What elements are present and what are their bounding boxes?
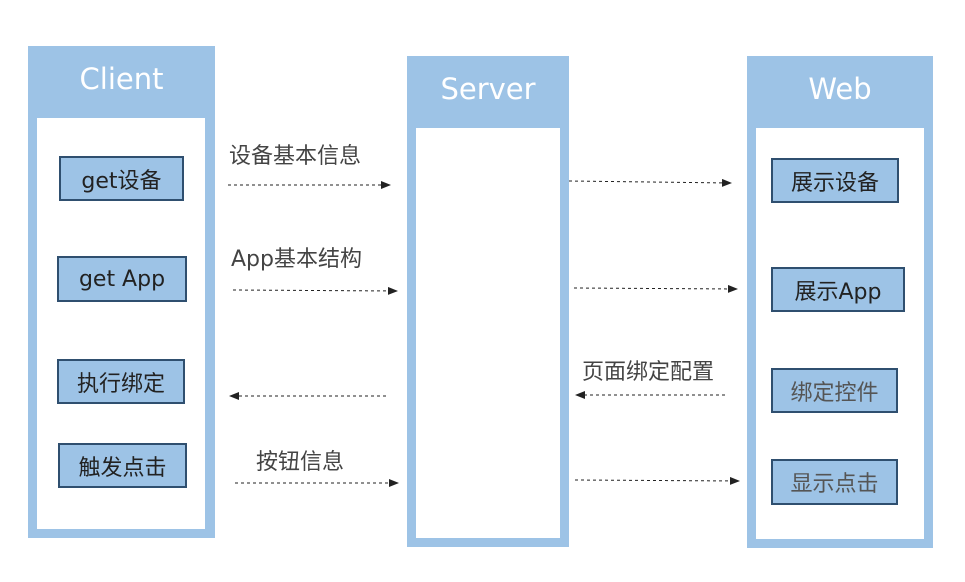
message-label-app-structure: App基本结构 [231,247,362,272]
server-lane-title: Server [440,72,536,106]
client-step-get-device: get设备 [59,156,184,201]
message-label-page-binding-config: 页面绑定配置 [582,360,715,385]
server-lane-body [416,128,560,538]
client-lane-title: Client [79,62,164,96]
client-step-get-app: get App [57,256,187,302]
message-label-button-info: 按钮信息 [256,450,345,475]
client-step-trigger-click: 触发点击 [58,443,187,488]
web-step-show-click: 显示点击 [771,459,898,505]
client-step-execute-binding: 执行绑定 [57,359,185,404]
arrow-server-to-web-show-click [574,476,740,485]
web-step-show-device: 展示设备 [771,158,899,203]
arrow-client-to-server-app-structure [232,286,398,295]
web-lane-title: Web [808,72,872,106]
message-label-device-info: 设备基本信息 [229,144,362,169]
web-step-bind-control: 绑定控件 [771,368,898,413]
arrow-server-to-web-device-info [568,178,732,187]
server-lane: Server [407,56,569,547]
arrow-server-to-web-app-structure [573,284,738,293]
web-step-show-app: 展示App [771,267,905,312]
